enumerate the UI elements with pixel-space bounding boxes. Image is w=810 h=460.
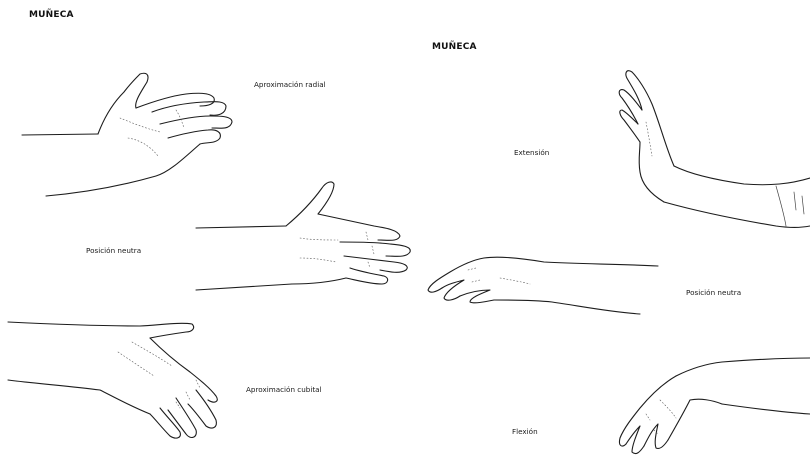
ulnar-deviation-hand-illustration: [8, 322, 217, 438]
radial-deviation-hand-illustration: [22, 73, 232, 196]
extension-hand-illustration: [619, 71, 810, 228]
flexion-hand-illustration: [619, 358, 810, 454]
neutral-hand-illustration-right: [428, 257, 658, 314]
neutral-hand-illustration-left: [196, 182, 410, 290]
